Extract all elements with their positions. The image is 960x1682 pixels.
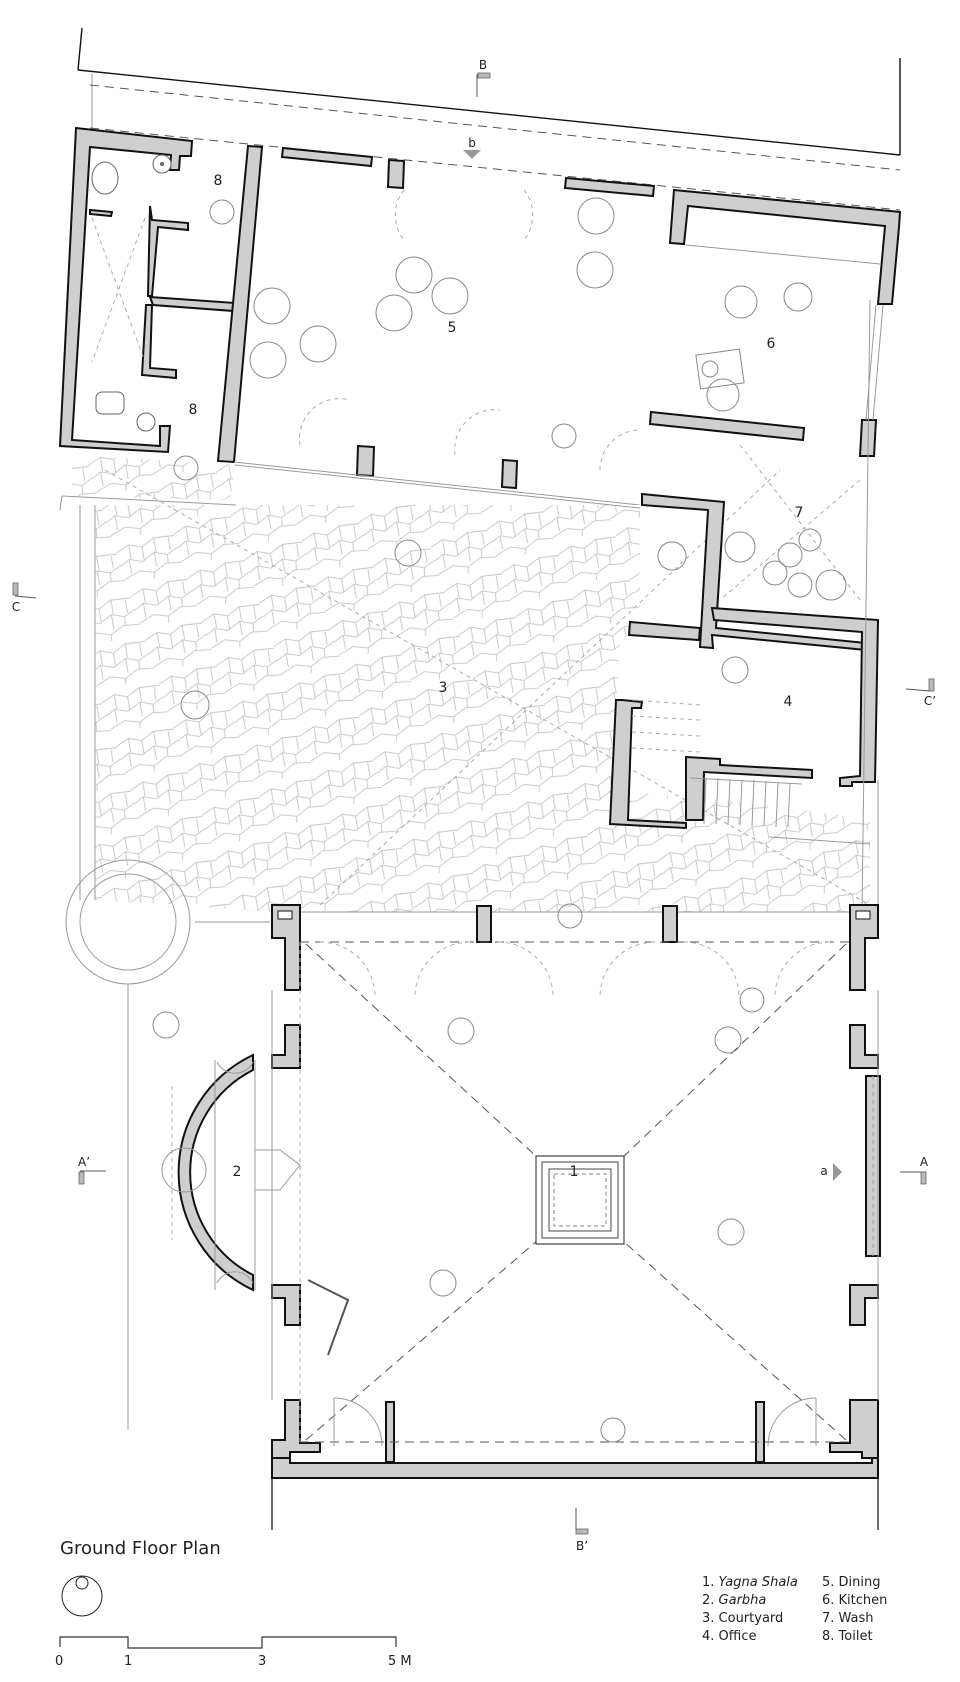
scale-tick-0: 0 — [55, 1654, 64, 1669]
scale-bar — [59, 1636, 397, 1649]
south-wall — [271, 1457, 879, 1479]
section-marker-b-prime: B’ — [575, 1508, 589, 1553]
section-marker-c: C — [12, 582, 37, 614]
people-figures — [152, 197, 847, 1443]
site-boundary — [77, 27, 901, 211]
section-marker-c-prime: C’ — [905, 678, 936, 708]
wash-walls — [641, 492, 867, 652]
room-tag-6: 6 — [767, 336, 776, 352]
room-tag-8-lower: 8 — [189, 402, 198, 418]
triangle-down-icon — [463, 150, 481, 159]
room-tag-1: 1 — [570, 1164, 579, 1180]
section-marker-b: B — [476, 58, 491, 97]
svg-text:a: a — [820, 1164, 827, 1178]
room-tag-8-upper: 8 — [214, 173, 223, 189]
yagna-kund-altar — [535, 1155, 625, 1245]
courtyard-paving — [59, 455, 871, 912]
legend-item-1: 1. Yagna Shala — [702, 1575, 798, 1590]
section-marker-a-prime: A’ — [78, 1155, 106, 1185]
svg-text:C’: C’ — [924, 694, 936, 708]
room-tag-5: 5 — [448, 320, 457, 336]
elevation-marker-b: b — [463, 136, 481, 159]
scale-tick-1: 1 — [124, 1654, 133, 1669]
legend-item-3: 3. Courtyard — [702, 1611, 784, 1626]
legend-item-2: 2. Garbha — [702, 1593, 767, 1608]
room-legend: 1. Yagna Shala 5. Dining 2. Garbha 6. Ki… — [702, 1574, 912, 1646]
scale-tick-5: 5 M — [388, 1654, 412, 1669]
svg-text:B: B — [479, 58, 487, 72]
triangle-right-icon — [833, 1163, 842, 1181]
well — [65, 859, 270, 1430]
svg-text:A’: A’ — [78, 1155, 90, 1169]
room-tag-7: 7 — [795, 505, 804, 521]
staircase — [631, 699, 803, 828]
svg-text:B’: B’ — [576, 1539, 588, 1553]
elevation-marker-a: a — [820, 1163, 842, 1181]
garbha-shrine — [161, 1053, 301, 1292]
office-walls — [710, 606, 880, 787]
yagna-shala-hall — [271, 904, 881, 1530]
scale-tick-3: 3 — [258, 1654, 267, 1669]
plan-title: Ground Floor Plan — [60, 1538, 221, 1559]
room-tag-4: 4 — [784, 694, 793, 710]
legend-item-6: 6. Kitchen — [822, 1593, 888, 1608]
legend-item-4: 4. Office — [702, 1629, 757, 1644]
room-tag-3: 3 — [439, 680, 448, 696]
legend-item-5: 5. Dining — [822, 1575, 881, 1590]
svg-text:b: b — [468, 136, 476, 150]
north-arrow-icon — [61, 1575, 103, 1617]
legend-item-8: 8. Toilet — [822, 1629, 873, 1644]
room-numbers: 1 2 3 4 5 6 7 8 8 — [189, 173, 804, 1180]
office-block — [608, 299, 880, 913]
upper-block — [58, 126, 902, 506]
legend-item-7: 7. Wash — [822, 1611, 874, 1626]
toilet-walls — [58, 126, 194, 454]
svg-text:A: A — [920, 1155, 929, 1169]
room-tag-2: 2 — [233, 1164, 242, 1180]
svg-text:C: C — [12, 600, 20, 614]
section-marker-a: A — [900, 1155, 929, 1185]
kitchen-walls — [668, 188, 902, 305]
